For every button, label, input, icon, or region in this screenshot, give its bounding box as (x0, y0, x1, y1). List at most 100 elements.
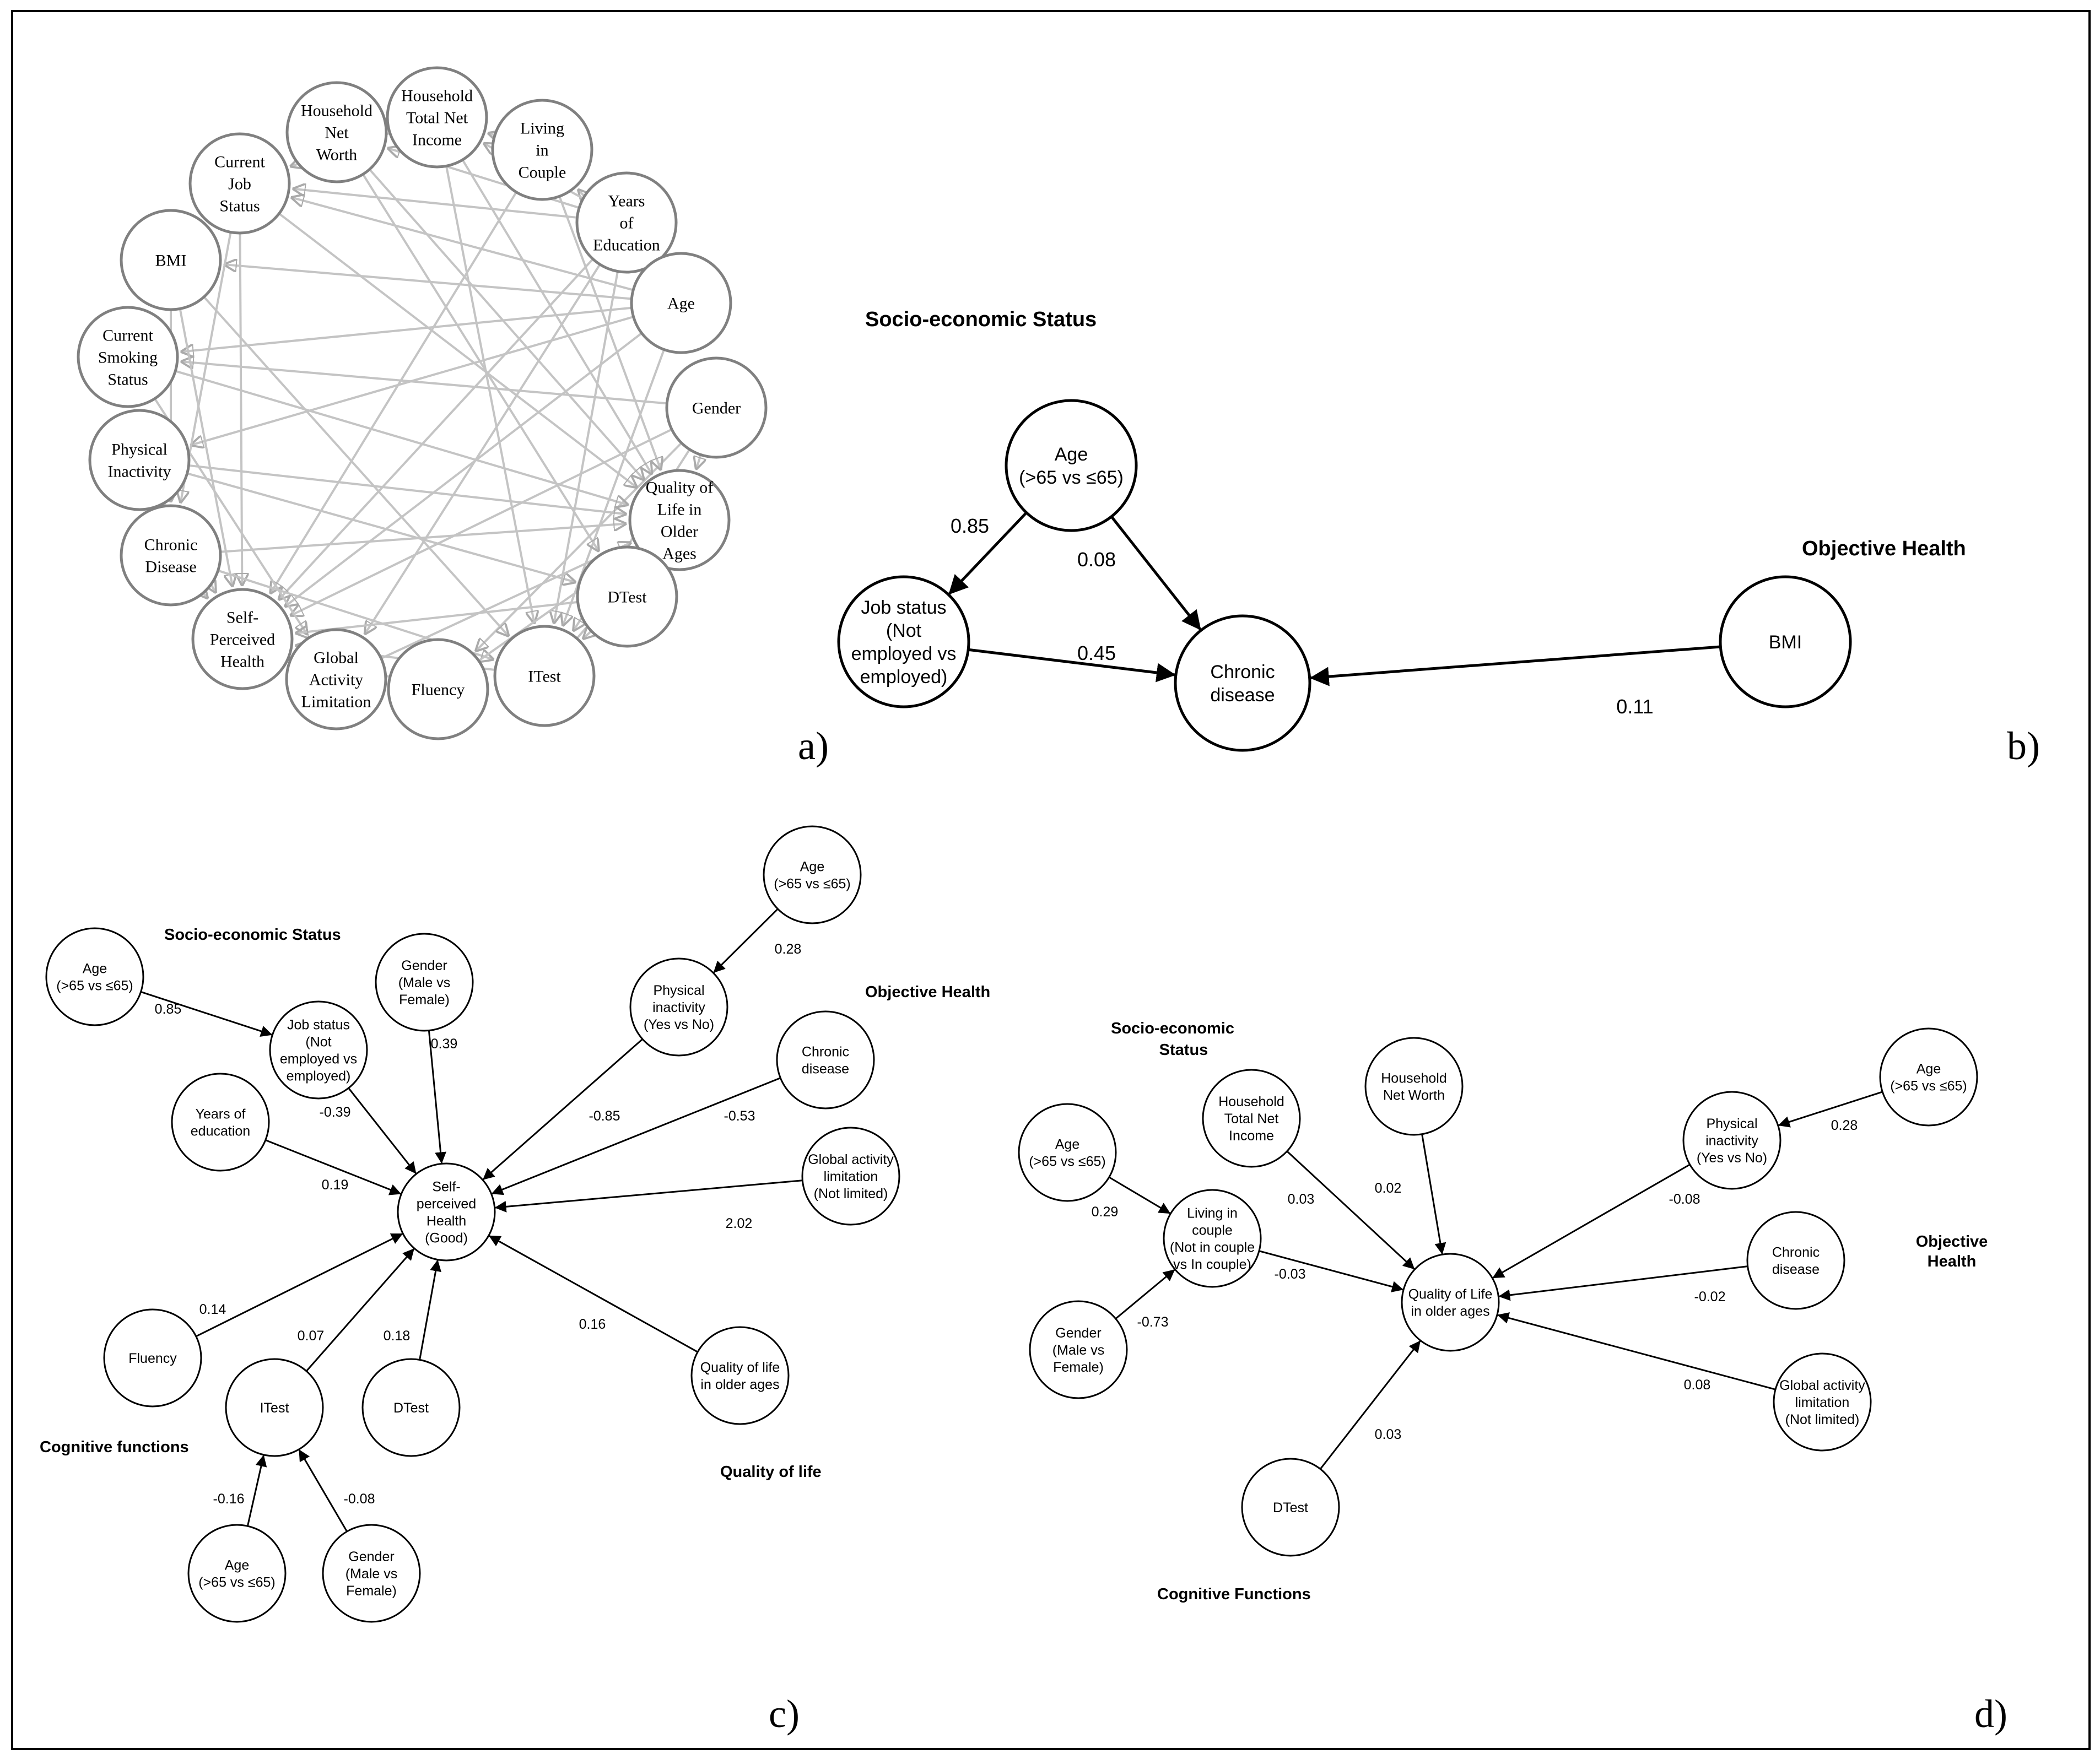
node-dt: DTest (361, 1358, 461, 1457)
node-job-label-line: employed vs (280, 1051, 357, 1067)
panel_c-edges: 0.85-0.390.390.190.28-0.85-0.532.020.160… (141, 908, 803, 1532)
network-edge (284, 332, 643, 607)
node-sph-label-line: Self- (432, 1179, 460, 1194)
panel-d-heading-cog: Cognitive Functions (1157, 1585, 1311, 1603)
node-it-label-line: ITest (260, 1400, 289, 1416)
network-edge (224, 264, 632, 300)
panel-b-heading-oh: Objective Health (1802, 537, 1966, 560)
path-coefficient: -0.53 (724, 1108, 755, 1124)
panel-d-heading-ses-2: Status (1159, 1041, 1208, 1059)
node-age2-label-line: Age (1917, 1061, 1941, 1076)
network-edge (461, 159, 652, 475)
node-lic-label-line: couple (1192, 1222, 1233, 1238)
node-pi-label-line: Physical (653, 983, 704, 998)
node-circle (120, 209, 222, 311)
node-circle (1174, 614, 1311, 752)
path-arrow (968, 648, 1176, 683)
node-flu-label-line: Fluency (128, 1351, 177, 1366)
node-bmi: BMI (1719, 575, 1852, 708)
node-hnw-label-line: Worth (316, 146, 357, 164)
node-yoe-label-line: of (620, 214, 634, 232)
node-pi-label-line: Inactivity (108, 463, 171, 481)
node-hnw-label-line: Household (301, 102, 373, 120)
node-bmi-label-line: BMI (155, 252, 187, 270)
node-gal-label-line: Global activity (808, 1152, 894, 1167)
node-age-label-line: Age (1055, 444, 1088, 465)
node-cd-label-line: Chronic (1772, 1244, 1820, 1260)
network-edge (203, 296, 509, 637)
node-lic-label-line: Living (520, 120, 564, 138)
node-it: ITest (225, 1358, 324, 1457)
path-arrow (1108, 1176, 1172, 1215)
network-edge (188, 464, 627, 514)
path-coefficient: -0.08 (1669, 1192, 1700, 1207)
node-gen1-label-line: Gender (401, 958, 447, 973)
node-qol-label-line: Quality of (646, 479, 713, 497)
network-edge (187, 472, 576, 582)
node-qol-label-line: Life in (657, 501, 702, 519)
path-arrow (305, 1248, 415, 1372)
node-gen1-label-line: (Male vs (398, 975, 450, 991)
panel-b-heading-ses: Socio-economic Status (865, 308, 1097, 331)
panel-c-heading-oh: Objective Health (865, 983, 990, 1001)
node-sph-label-line: (Good) (425, 1230, 468, 1246)
node-age3-label-line: (>65 vs ≤65) (198, 1574, 275, 1590)
node-age3: Age(>65 vs ≤65) (187, 1524, 287, 1623)
node-age: Age (630, 252, 732, 354)
node-qol-label-line: in older ages (700, 1377, 779, 1392)
node-job-label-line: (Not (305, 1034, 331, 1049)
path-arrow (1309, 645, 1721, 686)
node-sph-label-line: Self- (226, 609, 258, 627)
network-edge (293, 189, 577, 219)
panel_d-edges: 0.29-0.73-0.030.030.020.28-0.08-0.020.08… (1092, 1091, 1883, 1470)
node-gen2-label-line: (Male vs (345, 1566, 397, 1582)
node-it: ITest (493, 625, 596, 727)
node-lic-label-line: in (536, 142, 548, 160)
path-arrow (947, 511, 1028, 596)
node-cd-label-line: Chronic (802, 1044, 849, 1059)
path-coefficient: 0.16 (579, 1317, 606, 1332)
node-circle (191, 588, 294, 690)
network-edge (365, 263, 601, 635)
node-age-label-line: (>65 vs ≤65) (1019, 467, 1124, 488)
node-circle (1719, 575, 1852, 708)
node-gal-label-line: (Not limited) (1785, 1412, 1860, 1427)
node-bmi-label-line: BMI (1769, 632, 1802, 653)
node-circle (629, 957, 728, 1057)
node-qol-label-line: Quality of Life (1408, 1286, 1493, 1302)
path-arrow (491, 1077, 781, 1195)
node-circle (1241, 1458, 1340, 1557)
node-lic-label-line: Couple (519, 164, 566, 182)
node-age-label-line: Age (667, 295, 695, 313)
node-circle (1202, 1069, 1301, 1168)
node-job-label-line: Job status (287, 1017, 350, 1032)
node-age2: Age(>65 vs ≤65) (1879, 1027, 1978, 1127)
path-coefficient: -0.85 (589, 1108, 620, 1124)
node-cjs-label-line: Job (228, 175, 251, 193)
node-htni-label-line: Income (412, 131, 462, 149)
path-arrow (1115, 1269, 1176, 1319)
path-coefficient: 0.11 (1616, 695, 1653, 718)
network-edge (475, 442, 683, 652)
node-gal-label-line: Activity (309, 671, 363, 689)
path-coefficient: 0.07 (298, 1328, 325, 1344)
path-coefficient: -0.16 (213, 1491, 245, 1507)
path-coefficient: 0.85 (951, 515, 989, 537)
path-arrow (419, 1259, 441, 1360)
node-circle (1746, 1211, 1845, 1310)
node-circle (493, 625, 596, 727)
node-circle (1163, 1189, 1262, 1288)
node-circle (576, 545, 678, 648)
network-edge (278, 213, 637, 488)
